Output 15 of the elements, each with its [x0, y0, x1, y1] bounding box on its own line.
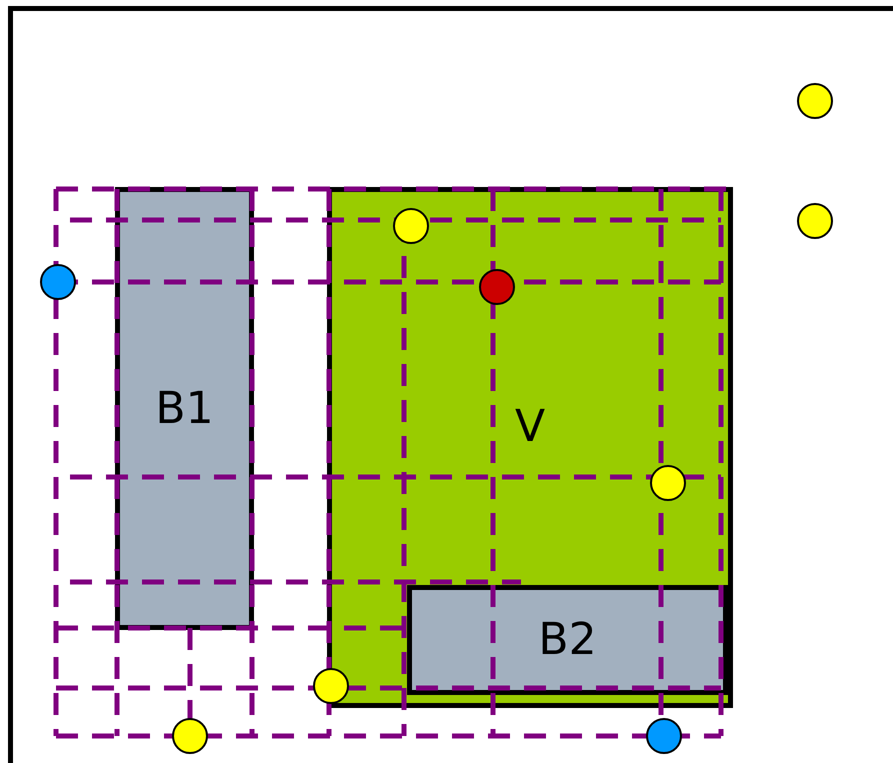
area-label: V: [514, 405, 546, 450]
circle-marker: [650, 465, 686, 501]
circle-marker: [172, 718, 208, 754]
circle-marker: [313, 668, 349, 704]
area-label: B2: [538, 618, 597, 662]
circle-marker: [479, 269, 515, 305]
circle-marker: [646, 718, 682, 754]
circle-marker: [797, 203, 833, 239]
circle-marker: [40, 264, 76, 300]
zone-area: [327, 187, 733, 708]
area-label: B1: [155, 386, 214, 430]
building-block: [407, 585, 728, 695]
circle-marker: [393, 208, 429, 244]
building-block: [115, 187, 254, 630]
circle-marker: [797, 83, 833, 119]
